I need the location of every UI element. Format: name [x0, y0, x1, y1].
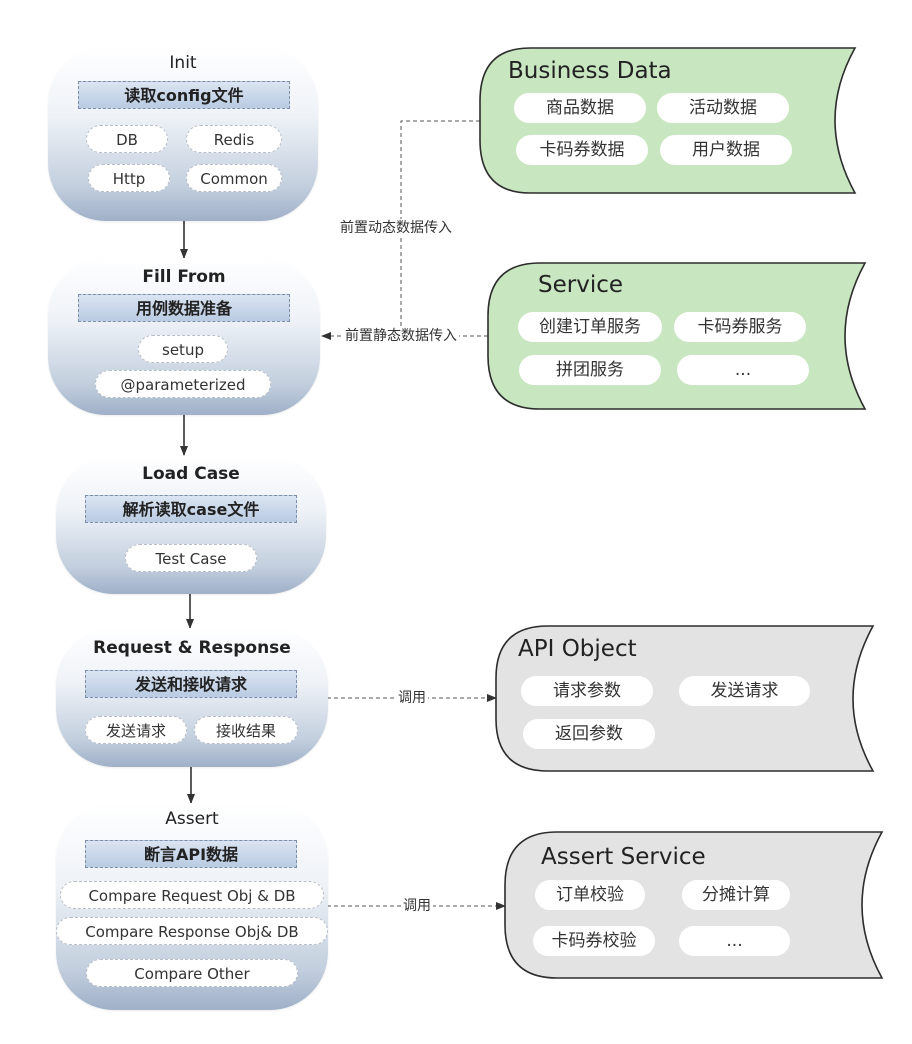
business-data-item-goods: 商品数据	[514, 93, 646, 123]
assert-header: 断言API数据	[85, 840, 297, 868]
service-item-create-order: 创建订单服务	[518, 312, 662, 342]
init-item-db: DB	[86, 125, 168, 153]
request-response-title: Request & Response	[93, 638, 291, 658]
api-object-item-send: 发送请求	[679, 676, 810, 706]
assert-service-title: Assert Service	[541, 844, 706, 870]
init-title: Init	[169, 53, 197, 73]
init-stage: Init 读取config文件 DB Redis Http Common	[48, 47, 318, 221]
init-item-common: Common	[186, 164, 282, 192]
request-response-header: 发送和接收请求	[85, 670, 297, 698]
business-data-item-user: 用户数据	[660, 135, 792, 165]
load-case-item-test-case: Test Case	[125, 544, 257, 572]
init-item-http: Http	[88, 164, 170, 192]
service-item-more: ...	[677, 355, 809, 385]
api-object-item-params: 请求参数	[521, 676, 653, 706]
assert-title: Assert	[165, 809, 219, 829]
assert-service-item-more: ...	[679, 926, 790, 956]
request-response-item-receive: 接收结果	[194, 716, 298, 744]
business-data-title: Business Data	[508, 58, 672, 84]
service-item-group-buy: 拼团服务	[519, 355, 661, 385]
static-data-label: 前置静态数据传入	[343, 327, 459, 345]
fill-from-item-parameterized: @parameterized	[95, 370, 271, 398]
dynamic-data-connector	[400, 120, 480, 336]
load-case-header: 解析读取case文件	[85, 495, 297, 523]
call-label-assert: 调用	[401, 897, 433, 915]
business-data-item-activity: 活动数据	[657, 93, 789, 123]
load-case-title: Load Case	[142, 464, 240, 484]
assert-service-item-order: 订单校验	[535, 880, 645, 910]
load-case-stage: Load Case 解析读取case文件 Test Case	[56, 456, 326, 594]
service-title: Service	[538, 272, 624, 298]
fill-from-stage: Fill From 用例数据准备 setup @parameterized	[48, 258, 320, 415]
assert-item-compare-other: Compare Other	[86, 959, 298, 987]
fill-from-header: 用例数据准备	[78, 294, 290, 322]
service-item-coupon: 卡码券服务	[674, 312, 806, 342]
call-label-api: 调用	[396, 689, 428, 707]
api-object-item-return: 返回参数	[523, 719, 655, 749]
request-response-item-send: 发送请求	[85, 716, 187, 744]
init-item-redis: Redis	[186, 125, 282, 153]
api-object-title: API Object	[518, 636, 637, 662]
init-header: 读取config文件	[78, 81, 290, 109]
business-data-item-coupon: 卡码券数据	[516, 135, 648, 165]
assert-service-item-coupon: 卡码券校验	[533, 926, 655, 956]
assert-service-item-allocation: 分摊计算	[682, 880, 790, 910]
fill-from-title: Fill From	[142, 267, 226, 287]
assert-item-compare-response: Compare Response Obj& DB	[56, 917, 328, 945]
assert-stage: Assert 断言API数据 Compare Request Obj & DB …	[56, 803, 328, 1010]
assert-item-compare-request: Compare Request Obj & DB	[60, 881, 324, 909]
request-response-stage: Request & Response 发送和接收请求 发送请求 接收结果	[56, 628, 328, 767]
dynamic-data-label: 前置动态数据传入	[338, 219, 454, 237]
fill-from-item-setup: setup	[138, 335, 228, 363]
